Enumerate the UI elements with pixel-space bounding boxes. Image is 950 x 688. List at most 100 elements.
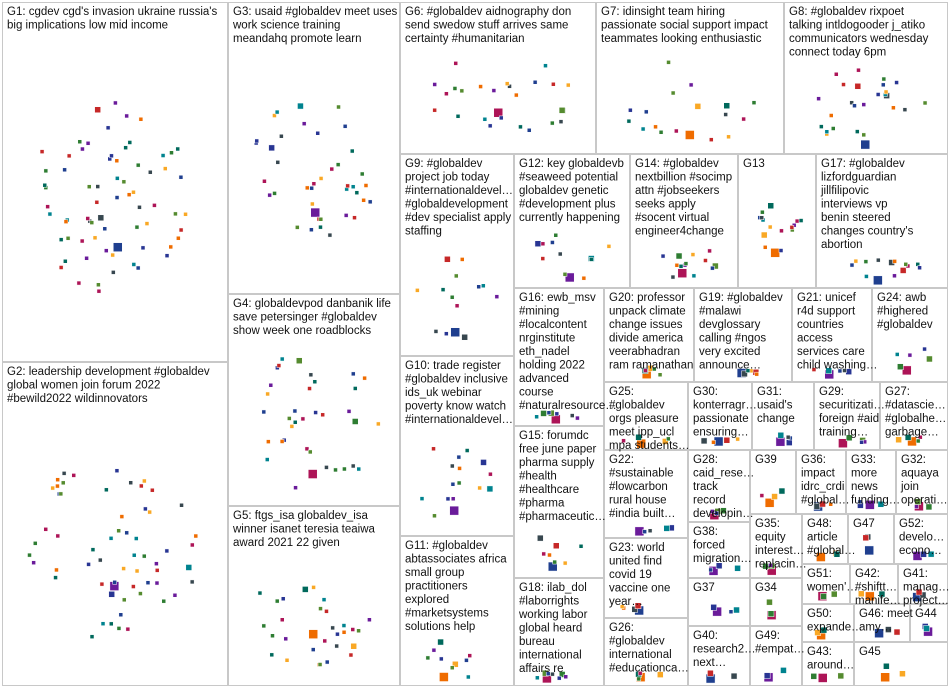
node bbox=[709, 137, 714, 142]
group-box-g9 bbox=[400, 154, 514, 356]
node bbox=[343, 213, 349, 218]
node bbox=[899, 670, 906, 677]
node bbox=[160, 153, 166, 158]
group-label-line: #india built… bbox=[609, 508, 675, 520]
node bbox=[666, 60, 671, 65]
group-box-g45 bbox=[854, 642, 948, 686]
node bbox=[657, 372, 663, 377]
node bbox=[108, 591, 115, 598]
node bbox=[767, 202, 774, 210]
node bbox=[575, 415, 580, 421]
node bbox=[131, 189, 136, 195]
node bbox=[762, 245, 768, 250]
node bbox=[349, 148, 355, 154]
node bbox=[459, 88, 465, 94]
node bbox=[708, 567, 713, 573]
node bbox=[324, 609, 329, 614]
node bbox=[350, 642, 357, 650]
group-label-line: G39 bbox=[755, 454, 777, 466]
group-label-line: #globaldev bbox=[609, 636, 665, 648]
node bbox=[860, 139, 870, 150]
node bbox=[439, 656, 444, 662]
node bbox=[621, 438, 626, 443]
group-label-line: interviews vp bbox=[821, 199, 887, 211]
node bbox=[903, 262, 909, 267]
node bbox=[336, 104, 341, 110]
node bbox=[318, 176, 324, 181]
group-label-line: international bbox=[609, 649, 672, 661]
group-label-line: garbage… bbox=[885, 427, 939, 439]
node bbox=[58, 237, 64, 242]
node bbox=[892, 259, 897, 264]
node bbox=[333, 467, 338, 473]
group-label-line: course bbox=[519, 387, 554, 399]
node bbox=[53, 575, 58, 580]
group-label-line: show week one roadblocks bbox=[233, 325, 371, 337]
node bbox=[558, 107, 566, 114]
node bbox=[444, 91, 449, 96]
group-box-g41 bbox=[898, 564, 948, 604]
node bbox=[124, 113, 129, 119]
node bbox=[361, 198, 366, 203]
node bbox=[79, 238, 85, 244]
group-box-g47 bbox=[848, 514, 894, 564]
node bbox=[634, 602, 642, 609]
group-label-line: #health bbox=[519, 471, 557, 483]
node bbox=[63, 258, 68, 264]
group-box-g11 bbox=[400, 536, 514, 686]
node bbox=[301, 121, 307, 126]
node bbox=[449, 505, 459, 516]
node bbox=[262, 179, 267, 184]
group-label-line: G35: bbox=[755, 518, 780, 530]
node bbox=[849, 100, 854, 105]
node bbox=[127, 140, 133, 145]
node bbox=[540, 410, 547, 417]
node bbox=[678, 264, 684, 269]
group-label-line: G40: bbox=[693, 630, 718, 642]
node bbox=[313, 410, 318, 415]
group-box-g13 bbox=[738, 154, 816, 288]
node bbox=[915, 588, 923, 596]
group-label-line: pharma supply bbox=[519, 457, 595, 469]
node bbox=[50, 485, 55, 491]
node bbox=[820, 626, 828, 634]
group-label-line: staffing bbox=[405, 226, 442, 238]
group-label-line: G28: bbox=[693, 454, 718, 466]
group-label-line: next… bbox=[693, 657, 726, 669]
group-label-line: G36: bbox=[801, 454, 826, 466]
node bbox=[550, 671, 555, 677]
node bbox=[926, 355, 933, 363]
group-label-line: G37 bbox=[693, 582, 715, 594]
group-label-g51: G51:women'… bbox=[806, 568, 858, 594]
node bbox=[883, 89, 889, 95]
node bbox=[927, 550, 935, 558]
node bbox=[619, 604, 625, 609]
node bbox=[267, 192, 272, 198]
node bbox=[317, 662, 323, 667]
node bbox=[94, 106, 101, 113]
group-box-g15 bbox=[514, 426, 604, 578]
node bbox=[922, 346, 927, 352]
node bbox=[330, 625, 335, 631]
node bbox=[85, 141, 91, 146]
node bbox=[881, 82, 886, 88]
group-label-line: globaldev genetic bbox=[519, 185, 609, 197]
group-label-line: #seaweed potential bbox=[519, 172, 618, 184]
node bbox=[825, 367, 833, 374]
node bbox=[113, 100, 118, 106]
node bbox=[763, 672, 771, 679]
group-label-line: ram ramanathan bbox=[609, 360, 693, 372]
node bbox=[33, 541, 38, 546]
group-label-line: #internationaldevel… bbox=[405, 414, 513, 426]
node bbox=[875, 92, 881, 97]
node bbox=[350, 463, 356, 469]
node bbox=[518, 124, 523, 130]
node bbox=[861, 132, 867, 138]
